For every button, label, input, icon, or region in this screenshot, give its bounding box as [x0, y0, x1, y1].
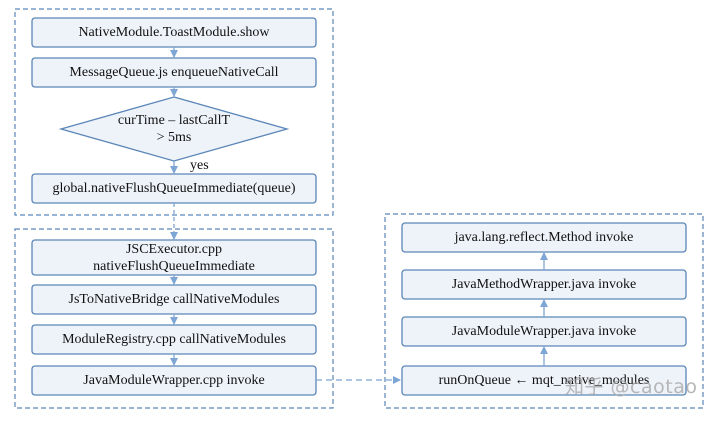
edge-label-yes: yes [190, 158, 209, 173]
node-java-method-wrapper-box [401, 269, 687, 300]
watermark-text: 知乎 @caotao [565, 375, 698, 398]
watermark: 知乎 @caotao [565, 372, 715, 398]
node-decision-diamond [58, 96, 290, 162]
node-reflect-invoke-box [401, 222, 687, 253]
node-toast-show-box [31, 17, 317, 48]
node-bridge-box [31, 284, 317, 315]
node-registry-box [31, 324, 317, 355]
node-java-module-wrapper-box [401, 316, 687, 347]
node-enqueue-box [31, 57, 317, 88]
node-flush-queue-box [31, 173, 317, 204]
node-wrapper-invoke-box [31, 365, 317, 396]
group-js-side [14, 8, 334, 216]
node-jsc-executor-box [31, 239, 317, 276]
group-cpp-side [14, 228, 334, 409]
